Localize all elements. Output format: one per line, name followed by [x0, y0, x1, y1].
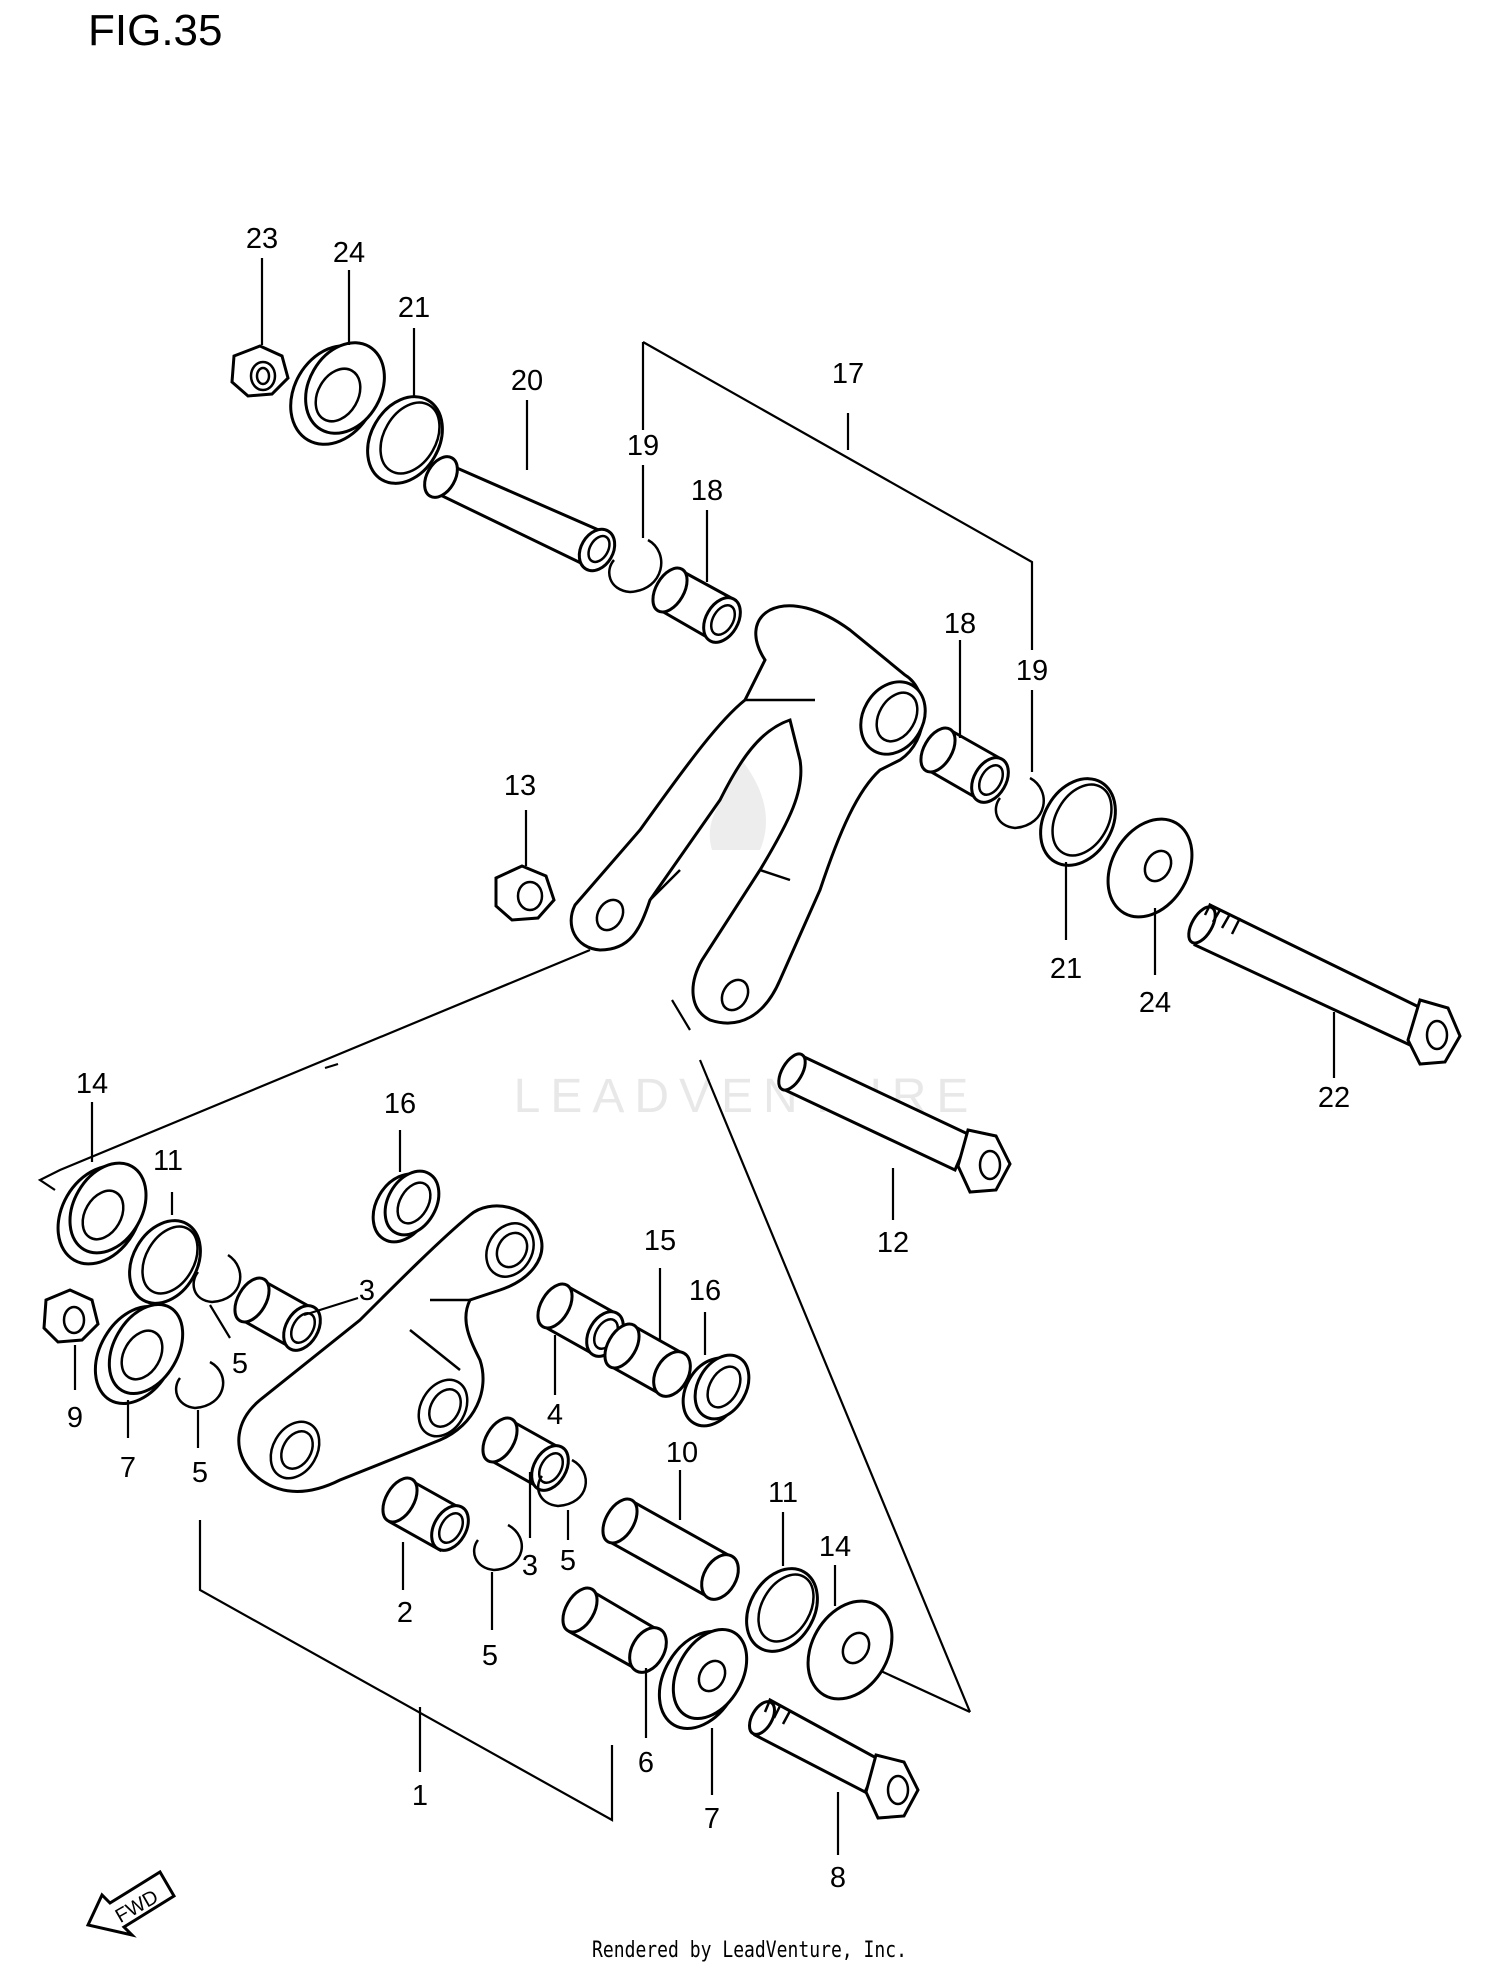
part-13-nut: [494, 864, 556, 922]
guide-lines: [37, 948, 972, 1713]
part-5-circlip-b: [174, 1360, 225, 1410]
callout-11-right: 11: [768, 1477, 798, 1509]
fwd-arrow-icon: FWD: [85, 1869, 177, 1938]
callout-7-left: 7: [120, 1452, 136, 1484]
callout-14-left: 14: [76, 1068, 108, 1100]
cushion-lever: [569, 604, 927, 1025]
callout-11-left: 11: [153, 1145, 183, 1177]
part-24-collar-upper: [289, 341, 386, 446]
assembly-1-bracket: [198, 1520, 614, 1822]
callout-3-left: 3: [359, 1275, 375, 1307]
callout-18-upper: 18: [691, 475, 723, 507]
callout-9: 9: [67, 1402, 83, 1434]
callout-14-right: 14: [819, 1531, 851, 1563]
footer-credit: Rendered by LeadVenture, Inc.: [592, 1938, 907, 1963]
callout-18-right: 18: [944, 608, 976, 640]
callout-1: 1: [412, 1780, 428, 1812]
part-16-spacer-lower: [681, 1353, 751, 1428]
figure-title: FIG.35: [88, 6, 223, 55]
callout-numbers: 23 24 21 20 19 18 17 18 19 13 21 24 22 1…: [67, 223, 1350, 1894]
part-10-sleeve: [601, 1497, 740, 1601]
part-5-circlip-a: [192, 1253, 242, 1304]
callout-5-a: 5: [232, 1348, 248, 1380]
part-5-circlip-c: [537, 1458, 588, 1508]
part-15-sleeve: [603, 1322, 692, 1398]
callout-8: 8: [830, 1862, 846, 1894]
callout-21-right: 21: [1050, 953, 1082, 985]
part-11-seal-left: [128, 1219, 202, 1305]
callout-6: 6: [638, 1747, 654, 1779]
callout-12: 12: [877, 1227, 909, 1259]
cushion-rod-link: [237, 1204, 544, 1493]
part-12-bolt: [777, 1052, 1012, 1194]
callout-24-right: 24: [1139, 987, 1171, 1019]
callout-5-c: 5: [560, 1545, 576, 1577]
part-9-nut: [42, 1288, 100, 1344]
callout-24-upper: 24: [333, 237, 365, 269]
part-19-circlip-upper: [608, 538, 663, 594]
callout-16-upper: 16: [384, 1088, 416, 1120]
part-23-nut: [230, 344, 290, 398]
assembly-17-bracket: [641, 341, 1034, 650]
part-5-circlip-d: [473, 1523, 524, 1572]
part-22-bolt: [1187, 902, 1462, 1066]
callout-2: 2: [397, 1597, 413, 1629]
callout-5-d: 5: [482, 1640, 498, 1672]
callout-10: 10: [666, 1437, 698, 1469]
callout-19-upper: 19: [627, 430, 659, 462]
part-6-sleeve: [561, 1586, 668, 1674]
part-2-bearing: [381, 1476, 470, 1553]
part-16-spacer-upper: [371, 1169, 441, 1244]
part-20-spacer: [423, 455, 617, 573]
callout-5-b: 5: [192, 1457, 208, 1489]
callout-7-right: 7: [704, 1803, 720, 1835]
part-11-seal-right: [745, 1567, 819, 1653]
part-18-bearing-right: [919, 726, 1010, 804]
part-14-collar-left: [56, 1161, 148, 1266]
callout-17: 17: [832, 358, 864, 390]
part-7-washer-right: [657, 1627, 749, 1730]
part-3-bearing-left: [233, 1276, 322, 1352]
part-3-bearing-right: [481, 1416, 570, 1492]
part-19-circlip-right: [994, 776, 1045, 830]
leadventure-watermark: LEADVENTURE: [514, 752, 968, 1123]
callout-22: 22: [1318, 1082, 1350, 1114]
part-14-collar-right: [806, 1599, 894, 1701]
callout-16-lower: 16: [689, 1275, 721, 1307]
leader-lines: [73, 258, 1336, 1855]
part-8-bolt: [748, 1697, 920, 1820]
part-18-bearing-upper: [651, 566, 742, 644]
callout-23: 23: [246, 223, 278, 255]
callout-15: 15: [644, 1225, 676, 1257]
callout-13: 13: [504, 770, 536, 802]
part-24-collar-right: [1106, 817, 1194, 919]
part-7-washer-left: [93, 1302, 185, 1405]
part-21-seal-right: [1039, 777, 1117, 867]
callout-19-right: 19: [1016, 655, 1048, 687]
callout-21-upper: 21: [398, 292, 430, 324]
callout-4: 4: [547, 1399, 563, 1431]
part-21-seal-upper: [366, 395, 444, 485]
callout-20: 20: [511, 365, 543, 397]
callout-3-right: 3: [522, 1550, 538, 1582]
